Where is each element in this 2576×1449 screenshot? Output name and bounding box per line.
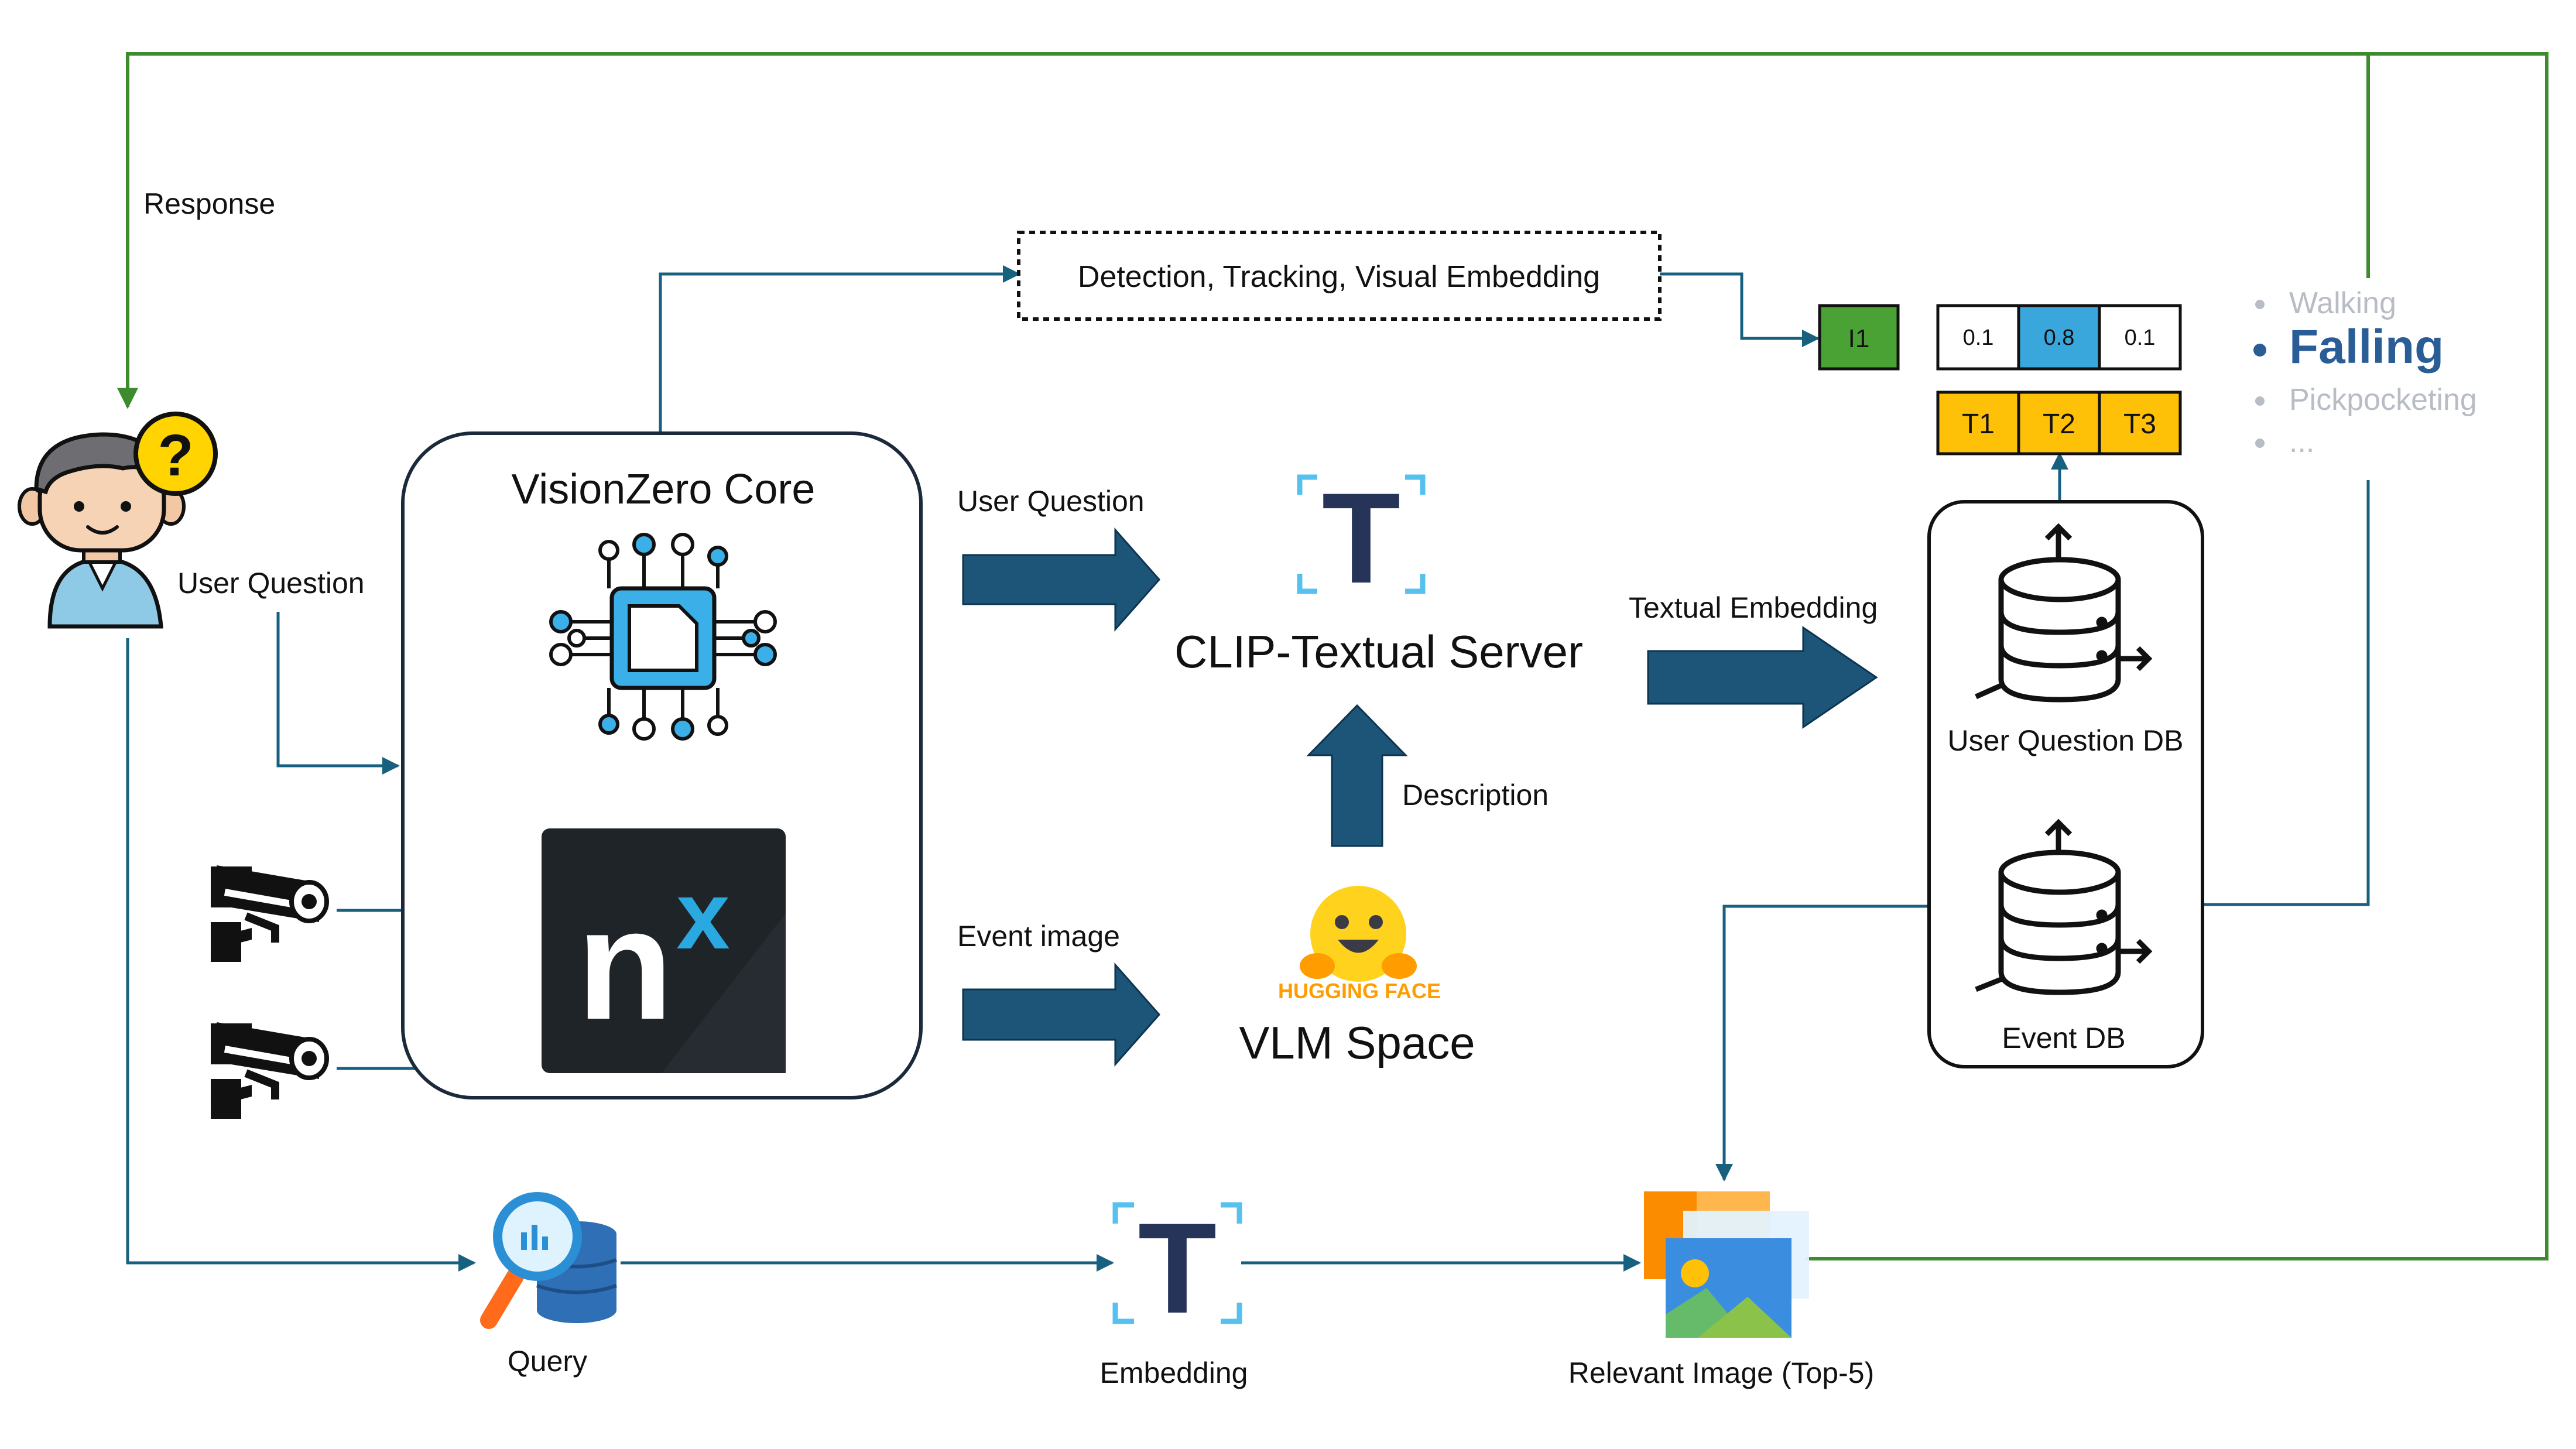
user-query-connector <box>126 638 476 1272</box>
image-vector-box <box>1818 304 1900 371</box>
description-label: Description <box>1402 779 1549 811</box>
svg-text:?: ? <box>157 423 193 488</box>
text-vector-cell <box>2017 390 2101 455</box>
score-value: 0.1 <box>1963 326 1994 350</box>
core-detection-connector <box>659 265 1020 433</box>
ai-chip-icon <box>549 533 777 741</box>
score-value: 0.1 <box>2125 326 2156 350</box>
textual-embedding-block-arrow <box>1647 626 1878 729</box>
visionzero-core-title: VisionZero Core <box>512 466 816 513</box>
event-image-block-arrow <box>962 962 1161 1067</box>
text-vector-cell <box>2098 390 2182 455</box>
text-vectors: T1 T2 T3 <box>1936 390 2182 455</box>
eventdb-image-connector <box>1715 905 1950 1181</box>
score-cell <box>2098 304 2182 371</box>
class-bullet <box>2253 344 2266 357</box>
cctv-camera-icon <box>211 865 329 962</box>
user-question-arrow-label: User Question <box>957 485 1145 518</box>
event-class-label: Walking <box>2289 286 2396 320</box>
class-eventdb-connector <box>2170 480 2370 913</box>
svg-text:n: n <box>577 876 673 1053</box>
event-db-label: Event DB <box>2002 1022 2125 1054</box>
textual-embedding-label: Textual Embedding <box>1629 591 1878 624</box>
embedding-logo-icon: T <box>1112 1196 1242 1340</box>
relevant-image-icon <box>1644 1191 1809 1338</box>
text-vector-label: T2 <box>2043 409 2075 440</box>
database-container <box>1927 500 2204 1068</box>
response-connector <box>117 52 2548 1260</box>
hugging-face-label: HUGGING FACE <box>1278 979 1441 1003</box>
event-class-list: WalkingFallingPickpocketing... <box>2253 286 2477 459</box>
text-vector-label: T3 <box>2123 409 2156 440</box>
text-vector-cell <box>1936 390 2020 455</box>
user-question-block-arrow <box>962 527 1161 632</box>
user-question-side-label: User Question <box>177 567 365 600</box>
detection-i1-connector <box>1660 272 1820 347</box>
event-class-label: Falling <box>2289 320 2444 374</box>
score-value: 0.8 <box>2044 326 2075 350</box>
user-question-db-label: User Question DB <box>1948 724 2184 757</box>
svg-text:T: T <box>1322 466 1400 610</box>
cctv-camera-icon-2 <box>211 1022 329 1119</box>
user-question-connector <box>276 612 400 775</box>
nx-logo: n x <box>542 828 786 1073</box>
visionzero-core-container <box>401 431 923 1099</box>
query-label: Query <box>508 1345 587 1378</box>
response-label: Response <box>143 187 275 220</box>
vlm-space-label: VLM Space <box>1239 1017 1475 1068</box>
event-class-label: Pickpocketing <box>2289 383 2477 417</box>
class-bullet <box>2255 300 2265 309</box>
user-question-db-icon <box>1975 523 2153 703</box>
hugging-face-icon: HUGGING FACE <box>1278 886 1441 1003</box>
question-bubble-icon: ? <box>133 412 218 496</box>
event-class-label: ... <box>2289 425 2314 459</box>
relevant-image-label: Relevant Image (Top-5) <box>1568 1356 1874 1389</box>
detection-label: Detection, Tracking, Visual Embedding <box>1078 260 1600 294</box>
event-db-icon <box>1975 818 2153 995</box>
class-bullet <box>2255 439 2265 448</box>
text-vector-label: T1 <box>1962 409 1995 440</box>
svg-text:T: T <box>1138 1196 1217 1340</box>
embedding-label: Embedding <box>1100 1356 1248 1389</box>
class-bullet <box>2255 396 2265 406</box>
event-image-arrow-label: Event image <box>957 920 1120 953</box>
query-search-icon <box>480 1192 617 1329</box>
image-vector-label: I1 <box>1848 324 1870 353</box>
similarity-scores: 0.1 0.8 0.1 <box>1936 304 2182 371</box>
clip-server-label: CLIP-Textual Server <box>1174 626 1583 677</box>
clip-logo-icon: T <box>1297 466 1426 610</box>
detection-box <box>1017 231 1662 321</box>
svg-text:x: x <box>676 861 730 969</box>
description-block-arrow <box>1306 704 1408 847</box>
